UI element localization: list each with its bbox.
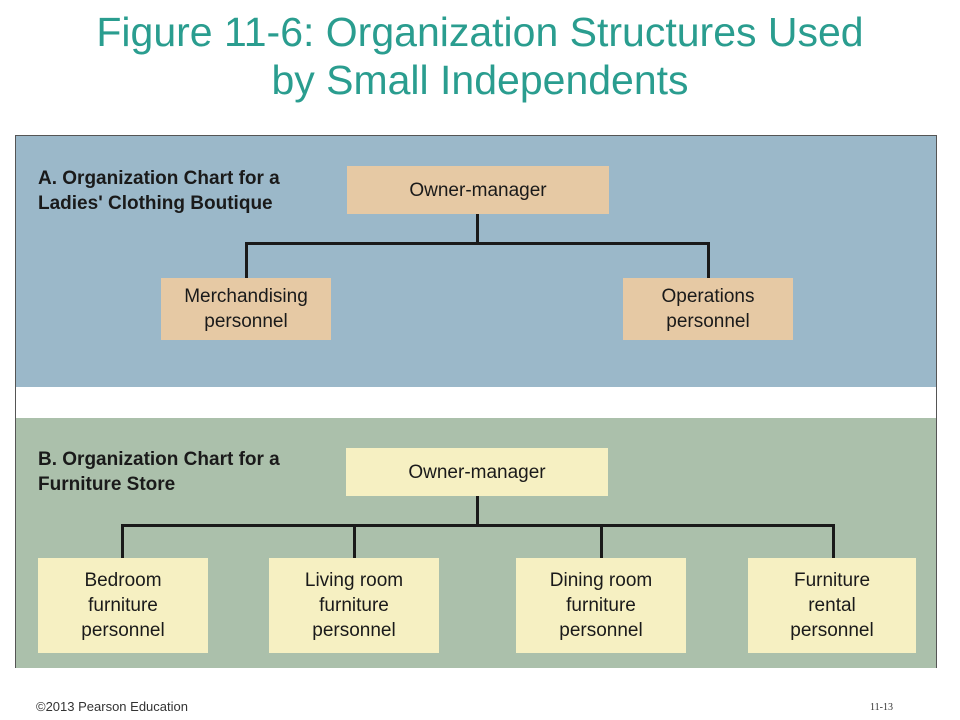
panel-b-furniture-rental-line-1: Furniture xyxy=(793,570,871,591)
panel-b-owner-manager-label: Owner-manager xyxy=(408,461,546,483)
panel-a-owner-manager-label: Owner-manager xyxy=(409,179,547,201)
panel-b-owner-manager-box: Owner-manager xyxy=(346,448,608,496)
panel-a-operations-box: Operations personnel xyxy=(623,278,793,340)
panel-b-furniture-rental-box: Furniture rental personnel xyxy=(748,558,916,653)
slide-title: Figure 11-6: Organization Structures Use… xyxy=(20,8,940,104)
panel-b-connector-stem xyxy=(476,496,479,526)
panel-a-connector-drop-2 xyxy=(707,242,710,278)
panel-a-operations-line-1: Operations xyxy=(661,286,755,307)
panel-a-connector-bar xyxy=(245,242,710,245)
panel-a-clothing-boutique: A. Organization Chart for a Ladies' Clot… xyxy=(16,136,936,387)
panel-b-furniture-rental-line-2: rental xyxy=(808,595,856,616)
panel-b-bedroom-box: Bedroom furniture personnel xyxy=(38,558,208,653)
panel-b-furniture-store: B. Organization Chart for a Furniture St… xyxy=(16,418,936,668)
panel-b-bedroom-line-3: personnel xyxy=(81,620,165,641)
panel-a-merchandising-line-1: Merchandising xyxy=(184,286,308,307)
panel-b-living-room-line-2: furniture xyxy=(319,595,389,616)
panel-b-living-room-box: Living room furniture personnel xyxy=(269,558,439,653)
panel-a-connector-stem xyxy=(476,214,479,244)
panel-a-heading-line-1: A. Organization Chart for a xyxy=(38,168,280,189)
panel-b-heading-line-2: Furniture Store xyxy=(38,474,176,495)
figure-frame: A. Organization Chart for a Ladies' Clot… xyxy=(15,135,937,668)
panel-b-dining-room-line-1: Dining room xyxy=(549,570,653,591)
panel-b-dining-room-box: Dining room furniture personnel xyxy=(516,558,686,653)
panel-a-merchandising-box: Merchandising personnel xyxy=(161,278,331,340)
panel-b-connector-drop-3 xyxy=(600,524,603,558)
footer-page-number: 11-13 xyxy=(870,702,893,713)
panel-b-bedroom-line-1: Bedroom xyxy=(84,570,162,591)
panel-b-living-room-line-3: personnel xyxy=(312,620,396,641)
panel-a-operations-line-2: personnel xyxy=(666,311,750,332)
panel-b-dining-room-line-3: personnel xyxy=(559,620,643,641)
panel-a-heading-line-2: Ladies' Clothing Boutique xyxy=(38,193,273,214)
panel-b-furniture-rental-line-3: personnel xyxy=(790,620,874,641)
panel-b-connector-drop-1 xyxy=(121,524,124,558)
panel-a-owner-manager-box: Owner-manager xyxy=(347,166,609,214)
panel-b-bedroom-line-2: furniture xyxy=(88,595,158,616)
panel-b-connector-drop-4 xyxy=(832,524,835,558)
panel-b-connector-bar xyxy=(121,524,835,527)
panel-a-heading: A. Organization Chart for a Ladies' Clot… xyxy=(38,166,280,216)
panel-b-heading: B. Organization Chart for a Furniture St… xyxy=(38,447,280,497)
panel-b-dining-room-line-2: furniture xyxy=(566,595,636,616)
title-line-1: Figure 11-6: Organization Structures Use… xyxy=(96,9,864,55)
panel-b-heading-line-1: B. Organization Chart for a xyxy=(38,449,280,470)
panel-a-connector-drop-1 xyxy=(245,242,248,278)
panel-a-merchandising-line-2: personnel xyxy=(204,311,288,332)
footer-copyright: ©2013 Pearson Education xyxy=(36,699,188,714)
panel-b-connector-drop-2 xyxy=(353,524,356,558)
title-line-2: by Small Independents xyxy=(271,57,689,103)
panel-b-living-room-line-1: Living room xyxy=(304,570,404,591)
